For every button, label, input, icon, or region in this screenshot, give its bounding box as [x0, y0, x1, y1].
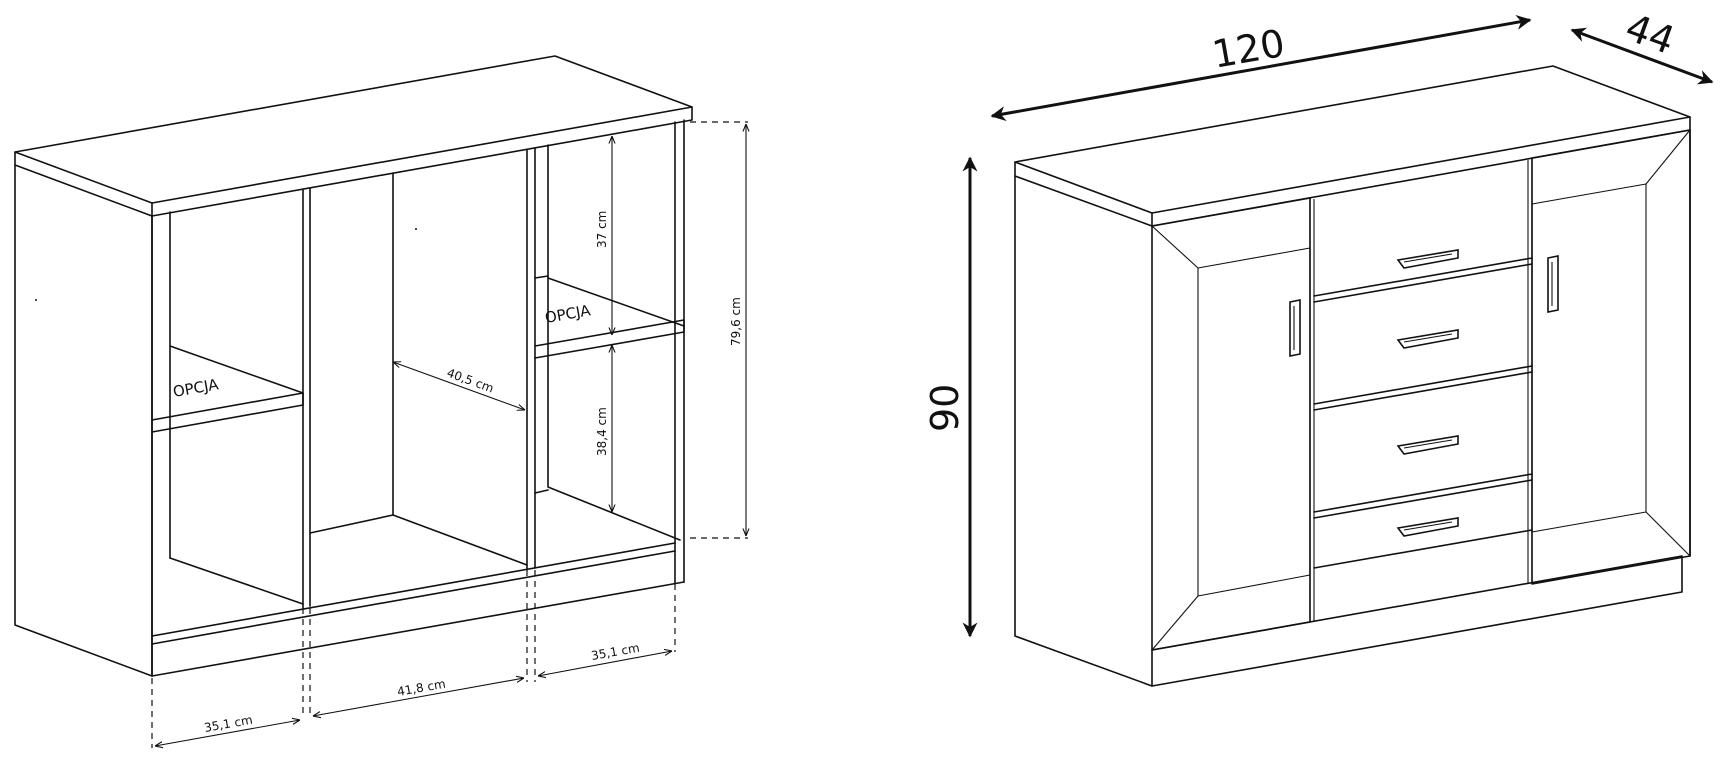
right-dimensions: 120 44 90: [923, 5, 1714, 638]
shelf-left: [151, 392, 304, 433]
dim-line-depth: [1570, 27, 1714, 85]
label-top-height: 37 cm: [595, 211, 609, 248]
label-depth: 44: [1620, 5, 1680, 63]
dim-line-width: [990, 14, 1532, 122]
drawer-handle-2: [1396, 329, 1459, 349]
dim-line-middle-depth: [393, 362, 525, 410]
drawer-handle-1: [1396, 249, 1459, 269]
label-right-width: 35,1 cm: [590, 641, 641, 663]
label-shelf-option-right: OPCJA: [544, 301, 593, 327]
top-panel-edge: [14, 106, 693, 217]
sideboard-left-side: [1014, 175, 1153, 687]
open-cabinet-drawing: [14, 55, 693, 677]
drawer-3: [1313, 473, 1533, 513]
dim-line-left-width: [155, 720, 300, 746]
left-dimensions: 35,1 cm 41,8 cm 35,1 cm 40,5 cm 37 cm 38…: [151, 121, 748, 748]
plinth-front: [151, 581, 685, 677]
label-middle-width: 41,8 cm: [396, 677, 447, 699]
label-left-width: 35,1 cm: [203, 713, 254, 735]
sideboard-plinth: [1151, 555, 1683, 687]
drawer-1: [1313, 257, 1533, 297]
drawer-handle-4: [1396, 517, 1459, 537]
label-total-height: 79,6 cm: [729, 297, 743, 346]
right-door: [1531, 129, 1691, 585]
drawer-2: [1313, 365, 1533, 405]
shelf-right: [534, 319, 685, 359]
label-height: 90: [923, 384, 967, 432]
drawer-4-bottom: [1313, 529, 1533, 569]
label-bottom-height: 38,4 cm: [595, 407, 609, 456]
right-door-handle: [1547, 255, 1559, 313]
left-side-panel: [14, 164, 153, 677]
dim-line-middle-width: [313, 678, 524, 716]
label-width: 120: [1209, 21, 1288, 77]
label-middle-depth: 40,5 cm: [445, 366, 496, 396]
label-shelf-option-left: OPCJA: [172, 375, 221, 401]
closed-sideboard-drawing: [1014, 65, 1691, 687]
left-door-handle: [1289, 299, 1301, 357]
bottom-shelf-front: [151, 542, 676, 637]
left-door: [1151, 197, 1311, 651]
dim-line-right-width: [538, 651, 672, 676]
drawer-handle-3: [1396, 435, 1459, 455]
